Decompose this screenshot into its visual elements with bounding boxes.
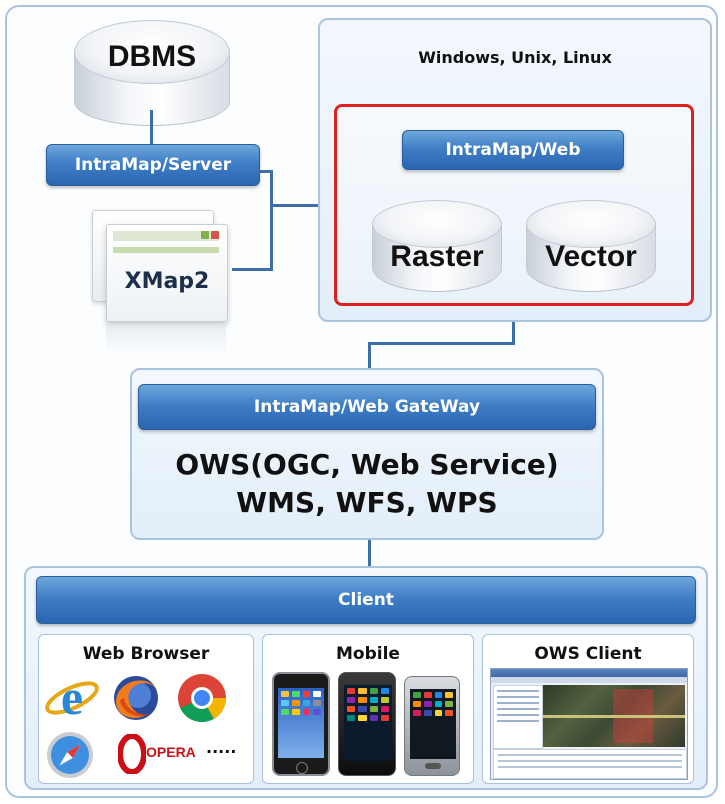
chrome-icon: [176, 672, 228, 724]
web-browser-title: Web Browser: [82, 644, 210, 664]
xmap2-close-button-icon: [211, 231, 219, 239]
internet-explorer-icon: e: [44, 669, 100, 725]
dbms-cylinder-top: [74, 20, 230, 84]
iphone-app-grid: [278, 688, 324, 718]
ows-client-screenshot: [490, 668, 688, 780]
raster-cylinder-top: [372, 200, 502, 248]
client-bar: Client: [36, 576, 696, 624]
connector-dbms-server: [150, 110, 153, 144]
intramap-web-bar: IntraMap/Web: [402, 130, 624, 170]
os-panel-title: Windows, Unix, Linux: [418, 48, 612, 67]
ows-client-map-road: [543, 715, 685, 718]
xmap2-window-front: XMap2: [106, 224, 228, 322]
connector-vertical-left: [270, 170, 273, 270]
gateway-bar: IntraMap/Web GateWay: [138, 384, 596, 430]
ows-client-titlebar: [491, 669, 687, 677]
connector-os-down: [512, 322, 515, 344]
xmap2-window-icon: XMap2: [92, 210, 232, 360]
ows-client-map-view: [543, 685, 685, 747]
ows-client-attribute-table: [493, 749, 687, 779]
svg-text:e: e: [61, 672, 83, 724]
android-app-grid: [344, 685, 392, 724]
connector-gateway-up: [368, 342, 371, 370]
galaxy-phone-image: [404, 676, 460, 776]
intramap-server-bar: IntraMap/Server: [46, 144, 260, 186]
firefox-icon: [110, 672, 162, 724]
dbms-cylinder: DBMS: [74, 20, 230, 130]
xmap2-reflection: [106, 324, 226, 354]
gateway-ows-line: OWS(OGC, Web Service): [175, 448, 559, 481]
opera-label: OPERA: [146, 744, 196, 760]
iphone-home-button: [296, 762, 308, 774]
connector-gateway-client: [368, 540, 371, 568]
opera-icon: [117, 733, 147, 775]
raster-cylinder: Raster: [372, 200, 502, 294]
xmap2-label: XMap2: [124, 269, 210, 294]
galaxy-app-grid: [410, 689, 456, 719]
vector-cylinder-top: [526, 200, 656, 248]
android-screen: [344, 685, 392, 761]
connector-os-horizontal: [368, 342, 515, 345]
safari-icon: [44, 730, 96, 780]
galaxy-screen: [410, 689, 456, 759]
vector-label: Vector: [545, 240, 637, 273]
connector-xmap-right: [232, 268, 273, 271]
ows-client-layer-tree: [493, 685, 543, 749]
ows-client-title: OWS Client: [534, 644, 642, 664]
xmap2-max-button-icon: [201, 231, 209, 239]
dbms-label: DBMS: [107, 40, 197, 73]
connector-to-os-panel: [270, 204, 320, 207]
galaxy-home-button: [425, 763, 441, 769]
mobile-title: Mobile: [336, 644, 400, 664]
xmap2-titlebar: [113, 231, 219, 241]
iphone-screen: [278, 688, 324, 758]
connector-server-right: [258, 170, 272, 173]
vector-cylinder: Vector: [526, 200, 656, 294]
raster-label: Raster: [390, 240, 484, 273]
gateway-wms-line: WMS, WFS, WPS: [236, 486, 498, 519]
android-phone-image: [338, 672, 396, 776]
more-browsers-ellipsis: .....: [206, 738, 237, 757]
ows-client-toolbar: [491, 677, 687, 683]
iphone-image: [272, 672, 330, 776]
xmap2-toolbar-strip: [113, 247, 219, 253]
